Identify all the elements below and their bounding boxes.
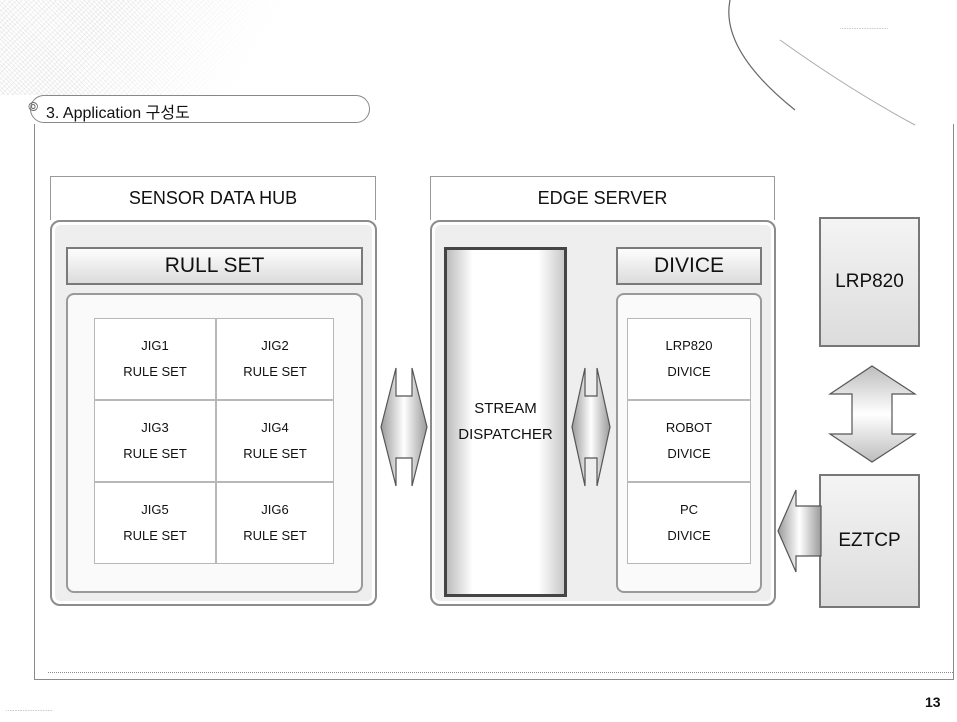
device-label: DIVICE <box>667 528 711 543</box>
bullet-icon: ⦾ <box>28 99 39 114</box>
ruleset-label: RULE SET <box>243 528 307 543</box>
ruleset-name: JIG2 <box>261 338 289 353</box>
ruleset-name: JIG5 <box>141 502 169 517</box>
dispatcher-device-double-arrow-icon <box>571 367 611 487</box>
frame-divider <box>48 672 953 673</box>
device-label: DIVICE <box>667 364 711 379</box>
eztcp-to-device-arrow-icon <box>777 489 822 573</box>
lrp-eztcp-double-arrow-icon <box>828 365 918 463</box>
ruleset-cell-jig4: JIG4 RULE SET <box>216 400 334 482</box>
device-cell-robot: ROBOT DIVICE <box>627 400 751 482</box>
hub-title: SENSOR DATA HUB <box>50 176 376 220</box>
ruleset-label: RULE SET <box>123 364 187 379</box>
dispatcher-line2: DISPATCHER <box>458 426 553 443</box>
device-header: DIVICE <box>616 247 762 285</box>
ruleset-cell-jig2: JIG2 RULE SET <box>216 318 334 400</box>
device-cell-lrp820: LRP820 DIVICE <box>627 318 751 400</box>
edge-title: EDGE SERVER <box>430 176 775 220</box>
ruleset-name: JIG6 <box>261 502 289 517</box>
lrp820-box: LRP820 <box>819 217 920 347</box>
device-name: ROBOT <box>665 420 713 435</box>
device-name: PC <box>679 502 699 517</box>
device-name: LRP820 <box>665 338 713 353</box>
decorative-curve <box>728 0 916 126</box>
footer-fine-print: ···························· <box>6 708 53 714</box>
ruleset-name: JIG4 <box>261 420 289 435</box>
ruleset-name: JIG3 <box>141 420 169 435</box>
ruleset-cell-jig5: JIG5 RULE SET <box>94 482 216 564</box>
header-fine-print: ····························· <box>840 26 889 32</box>
content-frame <box>34 124 954 680</box>
hub-edge-double-arrow-icon <box>380 367 428 487</box>
ruleset-cell-jig6: JIG6 RULE SET <box>216 482 334 564</box>
eztcp-box: EZTCP <box>819 474 920 608</box>
corner-texture <box>0 0 330 95</box>
section-title: 3. Application 구성도 <box>46 105 190 122</box>
page-number: 13 <box>925 694 941 710</box>
ruleset-cell-jig1: JIG1 RULE SET <box>94 318 216 400</box>
ruleset-label: RULE SET <box>123 446 187 461</box>
ruleset-label: RULE SET <box>243 364 307 379</box>
ruleset-label: RULE SET <box>243 446 307 461</box>
section-title-pill <box>30 95 370 123</box>
ruleset-header: RULL SET <box>66 247 363 285</box>
ruleset-label: RULE SET <box>123 528 187 543</box>
stream-dispatcher: STREAM DISPATCHER <box>444 247 567 597</box>
ruleset-cell-jig3: JIG3 RULE SET <box>94 400 216 482</box>
ruleset-name: JIG1 <box>141 338 169 353</box>
dispatcher-line1: STREAM <box>474 400 537 417</box>
device-cell-pc: PC DIVICE <box>627 482 751 564</box>
device-label: DIVICE <box>667 446 711 461</box>
